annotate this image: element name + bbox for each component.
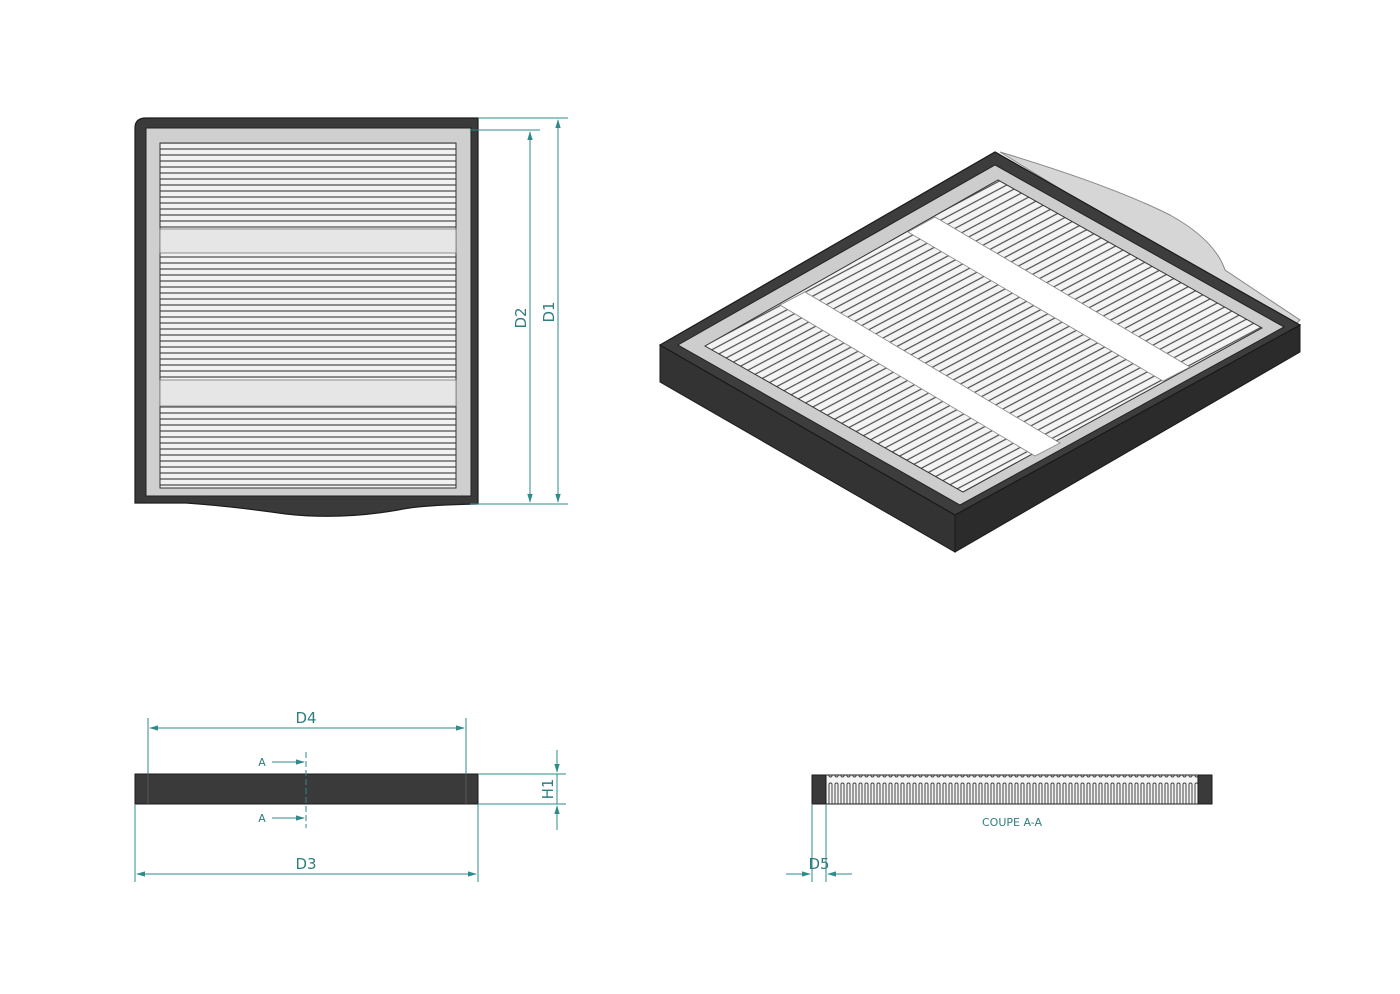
top-view: D2 D1 bbox=[134, 117, 568, 517]
dimension-label-h1: H1 bbox=[539, 779, 557, 800]
section-marker-top: A bbox=[258, 756, 266, 769]
dimension-label-d3: D3 bbox=[295, 855, 316, 873]
section-view: COUPE A-A D5 bbox=[786, 774, 1213, 882]
section-view-right-frame bbox=[1197, 774, 1213, 805]
section-caption: COUPE A-A bbox=[982, 816, 1042, 829]
top-view-band-upper bbox=[159, 228, 457, 254]
section-view-body bbox=[811, 774, 1213, 805]
dimension-label-d1: D1 bbox=[540, 301, 558, 322]
front-view: D4 D3 H1 A A bbox=[134, 709, 566, 882]
isometric-filter-media bbox=[703, 179, 1264, 493]
dimension-label-d5: D5 bbox=[808, 855, 829, 873]
top-view-band-lower bbox=[159, 379, 457, 407]
dimension-label-d4: D4 bbox=[295, 709, 316, 727]
dimension-label-d2: D2 bbox=[512, 307, 530, 328]
top-view-filter-media bbox=[159, 142, 457, 489]
isometric-band-1 bbox=[779, 291, 1061, 457]
isometric-view bbox=[658, 151, 1302, 553]
section-marker-bottom: A bbox=[258, 812, 266, 825]
isometric-band-2 bbox=[907, 216, 1191, 382]
section-view-left-frame bbox=[811, 774, 827, 805]
